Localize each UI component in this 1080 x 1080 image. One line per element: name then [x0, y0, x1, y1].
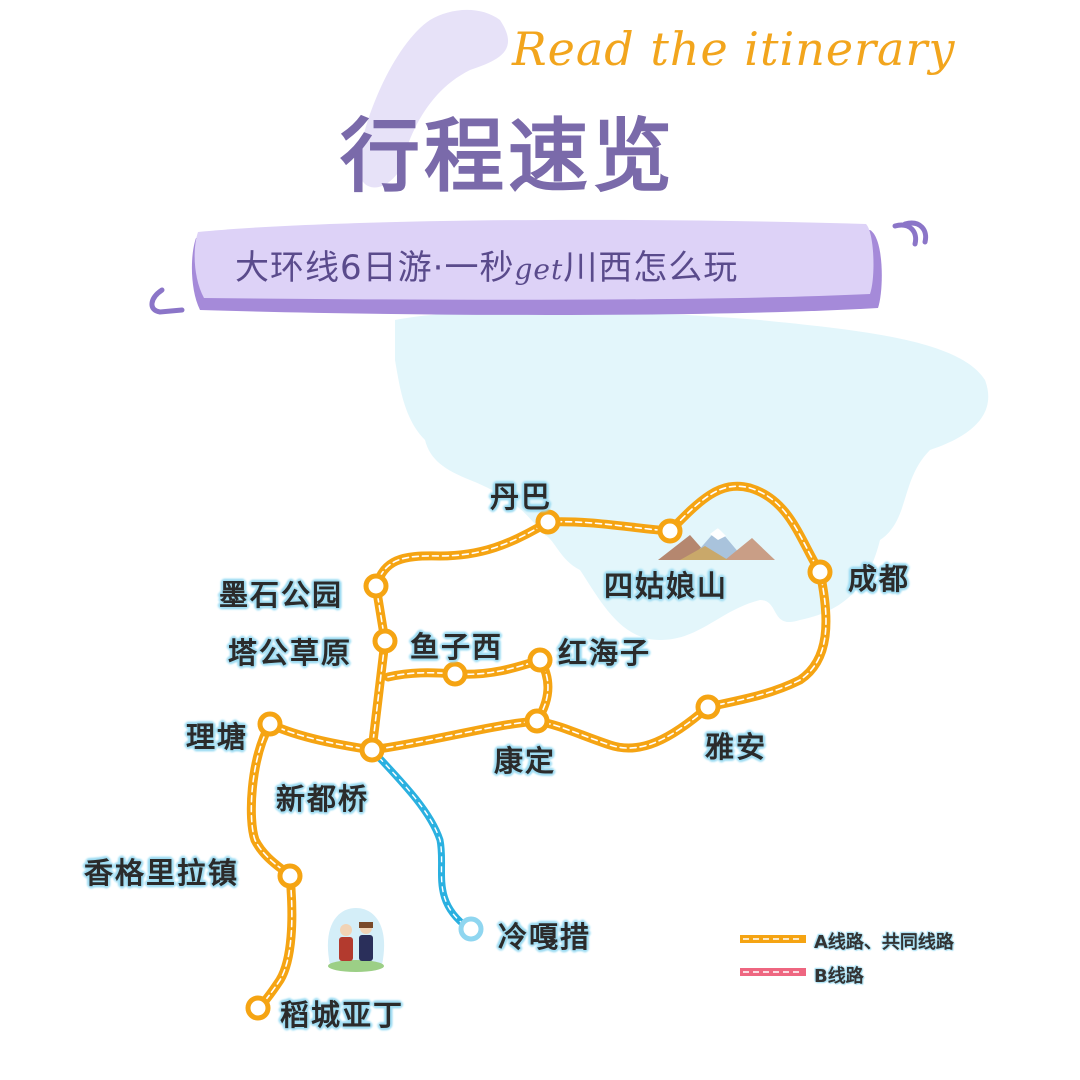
banner-text-part1: 大环线6日游·一秒: [235, 248, 515, 288]
legend-route-b: B线路: [814, 966, 864, 987]
station-label-kangding: 康定: [494, 744, 557, 778]
station-label-moshi: 墨石公园: [219, 578, 344, 612]
station-label-shangrila: 香格里拉镇: [84, 856, 240, 890]
station-label-yaan: 雅安: [705, 730, 768, 764]
station-label-lenggacuo: 冷嘎措: [498, 920, 592, 954]
banner-text-part2: 川西怎么玩: [563, 248, 739, 288]
banner-text-get: get: [514, 253, 564, 286]
station-label-yuzixi: 鱼子西: [410, 630, 504, 664]
station-label-xinduqiao: 新都桥: [276, 782, 370, 816]
station-label-tagong: 塔公草原: [228, 636, 353, 670]
banner-subtitle: 大环线6日游·一秒get川西怎么玩: [235, 240, 738, 289]
station-label-danba: 丹巴: [490, 480, 553, 514]
mountain-illustration: [658, 528, 775, 560]
station-label-honghaizi: 红海子: [558, 636, 652, 670]
subtitle-english: Read the itinerary: [512, 22, 956, 76]
station-label-daocheng: 稻城亚丁: [280, 998, 405, 1032]
page-title: 行程速览: [340, 110, 676, 203]
station-label-litang: 理塘: [186, 720, 249, 754]
station-label-siguniang: 四姑娘山: [604, 569, 729, 603]
station-label-chengdu: 成都: [848, 562, 911, 596]
tibetan-couple-illustration: [327, 908, 385, 972]
legend-route-a: A线路、共同线路: [814, 932, 954, 953]
